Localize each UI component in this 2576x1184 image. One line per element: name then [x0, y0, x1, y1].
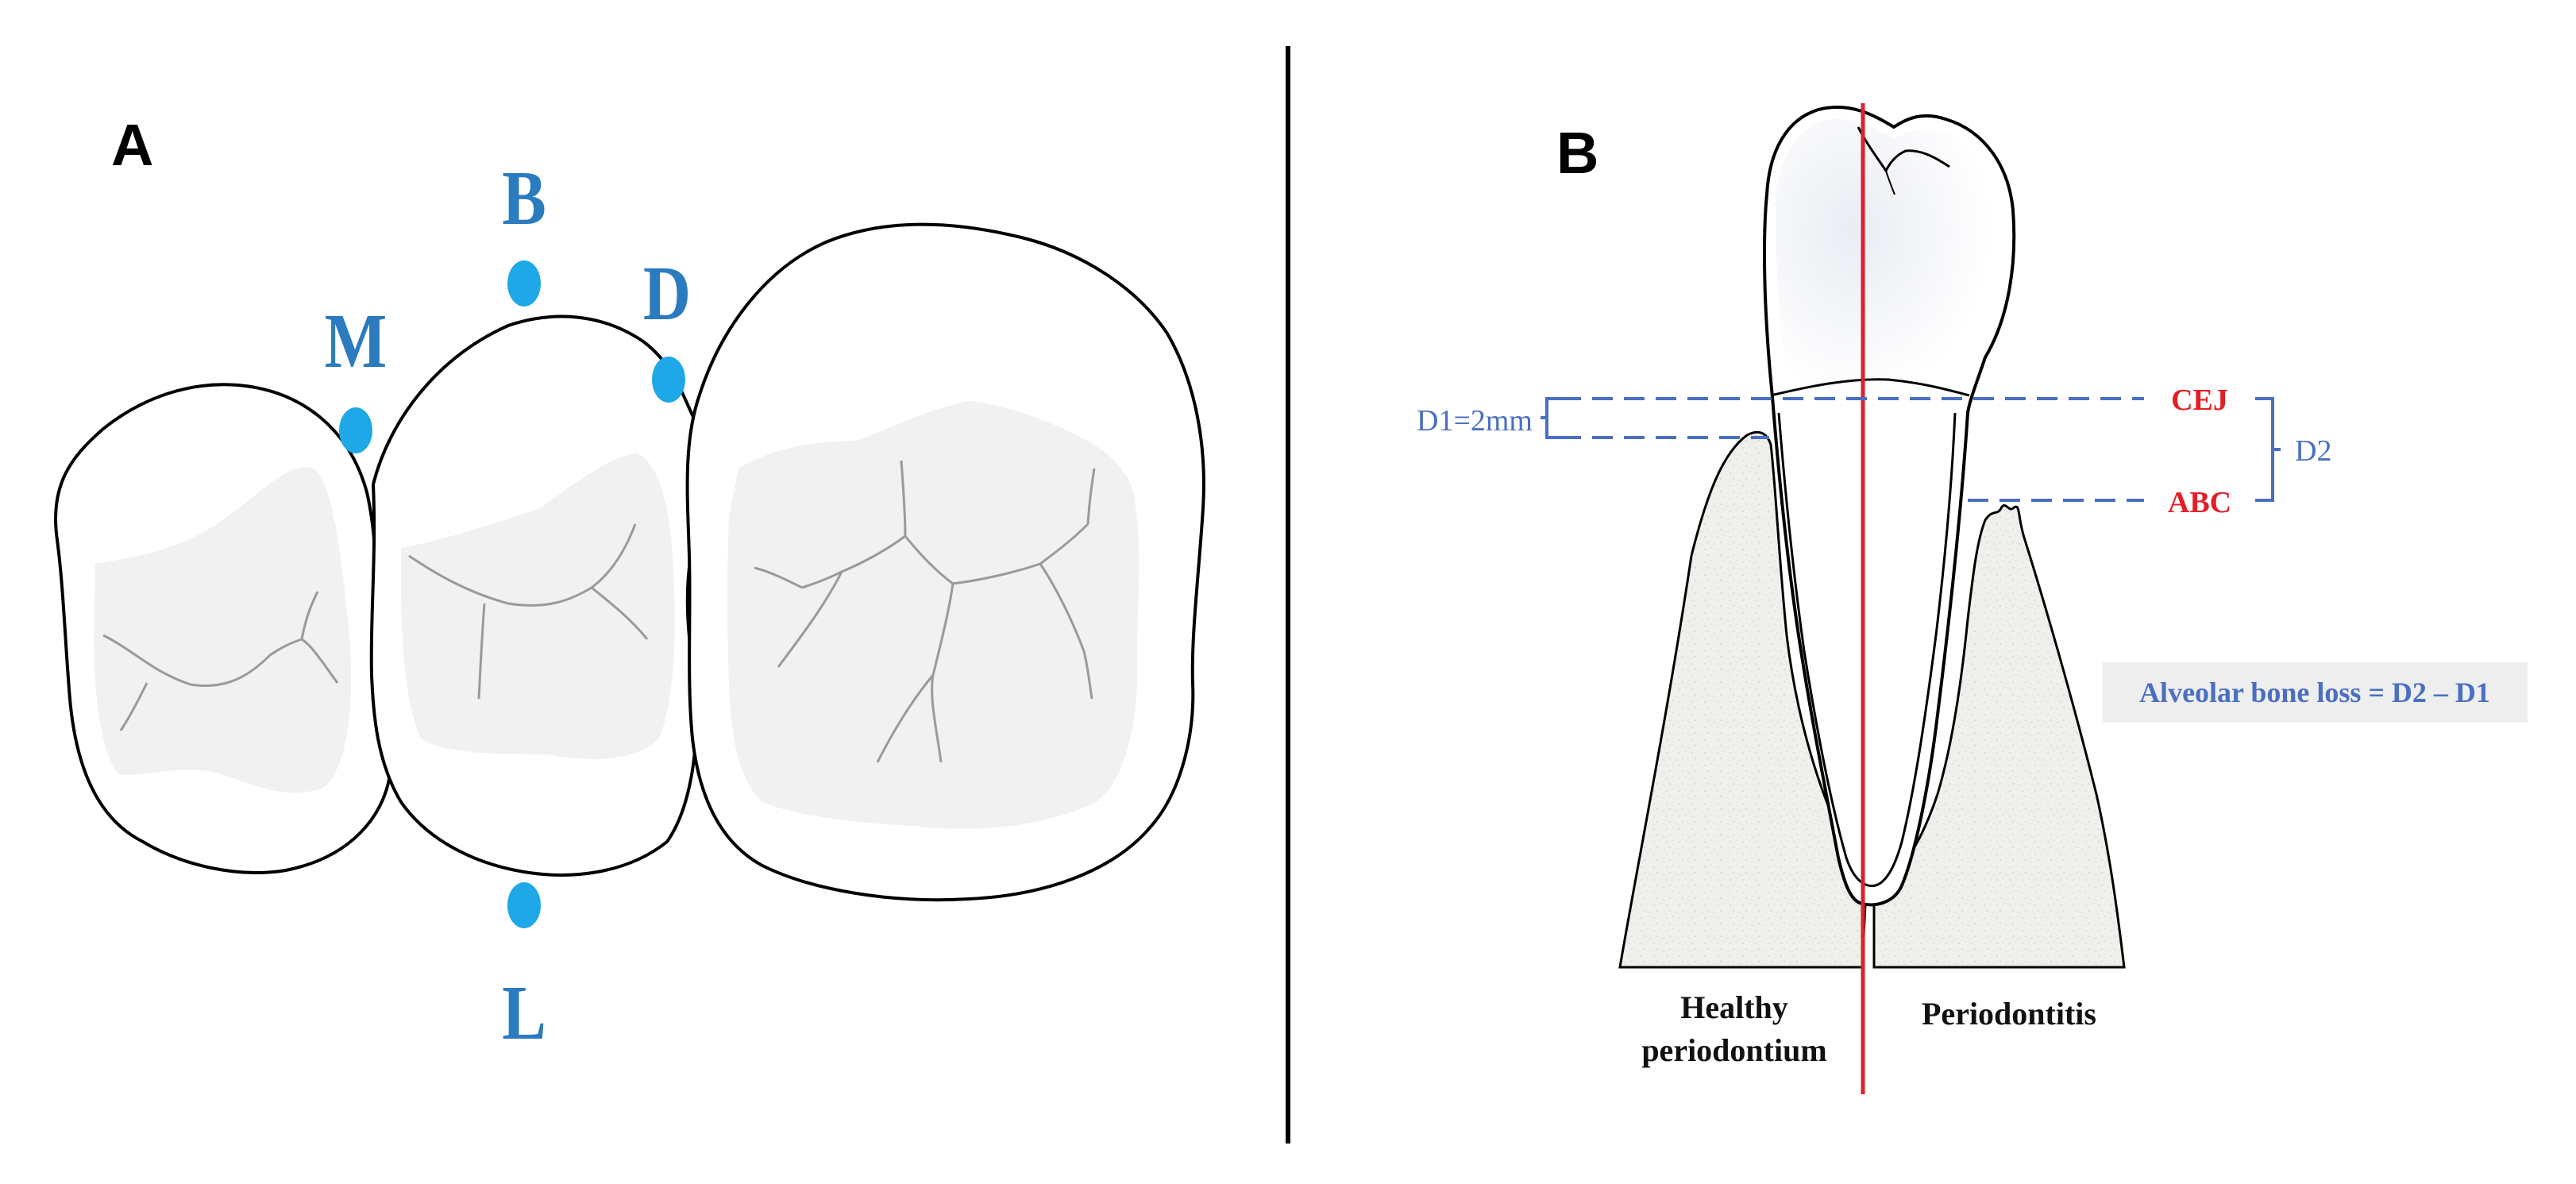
healthy-periodontium-label-line2: periodontium — [1641, 1032, 1826, 1068]
cej-curve — [1770, 378, 1970, 397]
distal-site-dot — [652, 357, 685, 403]
buccal-site-dot — [507, 260, 541, 307]
alveolar-bone-periodontitis — [1872, 503, 2126, 969]
formula-box — [2103, 662, 2528, 723]
distal-label: D — [643, 250, 691, 337]
abc-label: ABC — [2168, 486, 2231, 519]
healthy-periodontium-label-line1: Healthy — [1680, 989, 1788, 1025]
panel-b-letter: B — [1556, 120, 1598, 186]
cej-label: CEJ — [2171, 384, 2228, 417]
lingual-site-dot — [507, 882, 541, 928]
crown-fissure — [1885, 170, 1895, 195]
mesial-site-dot — [339, 407, 372, 453]
tooth-premolar-left — [53, 383, 395, 874]
crown-enamel — [1776, 118, 2003, 397]
buccal-label: B — [502, 155, 546, 241]
periodontitis-label: Periodontitis — [1922, 996, 2096, 1032]
d1-label: D1=2mm — [1417, 404, 1533, 438]
panel-a: A — [53, 112, 1205, 1056]
mesial-label: M — [325, 298, 388, 384]
d2-bracket — [2255, 397, 2281, 502]
panel-a-letter: A — [111, 112, 153, 178]
crown-cusp-detail — [1857, 126, 1950, 173]
d1-bracket — [1541, 397, 1560, 439]
d2-label: D2 — [2295, 434, 2331, 468]
lingual-label: L — [502, 970, 546, 1056]
tooth-premolar-middle — [369, 314, 707, 877]
tooth-molar — [685, 222, 1205, 902]
root-inner-outline — [1777, 412, 1957, 888]
formula-text: Alveolar bone loss = D2 – D1 — [2139, 677, 2490, 708]
panel-b: B D1=2mm CEJ ABC D2 Alveolar bone — [1417, 103, 2528, 1094]
